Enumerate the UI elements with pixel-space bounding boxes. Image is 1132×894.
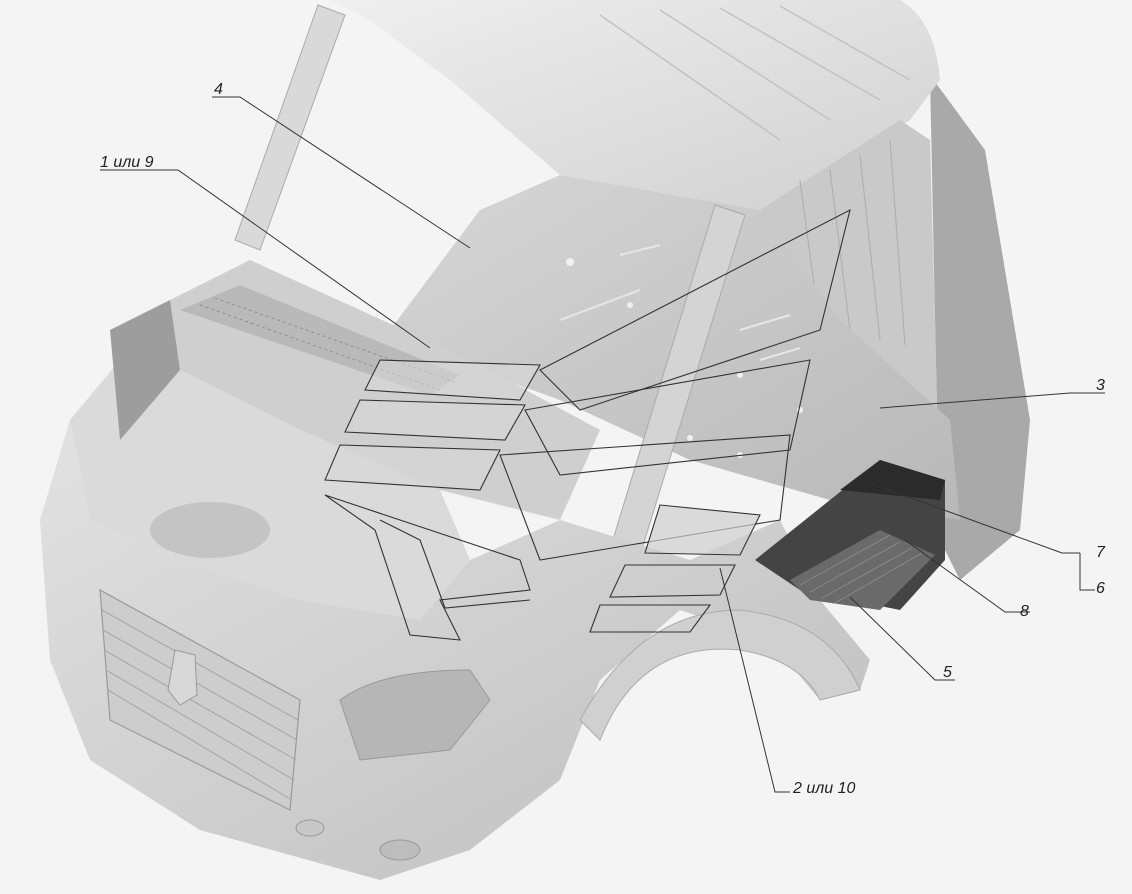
leader-2 bbox=[719, 567, 790, 793]
callout-8: 8 bbox=[1020, 603, 1029, 620]
callout-3: 3 bbox=[1096, 377, 1105, 394]
callout-4: 4 bbox=[214, 81, 223, 98]
fog-lamp-small bbox=[295, 819, 325, 837]
roof-ribs bbox=[599, 5, 911, 141]
floor-mat-outlines bbox=[324, 208, 851, 641]
leader-5 bbox=[849, 596, 955, 681]
cab-side-wall bbox=[930, 75, 1030, 580]
callout-7: 7 bbox=[1096, 544, 1106, 561]
leader-3 bbox=[879, 392, 1105, 409]
callout-1-or-9: 1 или 9 bbox=[100, 154, 154, 171]
headlight bbox=[339, 669, 491, 761]
grille-bars bbox=[101, 609, 299, 801]
left-strut-tower bbox=[110, 300, 180, 440]
callout-6: 6 bbox=[1096, 580, 1105, 597]
leader-4 bbox=[212, 96, 471, 249]
left-a-pillar bbox=[234, 4, 346, 251]
leader-1 bbox=[100, 169, 431, 349]
leader-8 bbox=[904, 539, 1030, 613]
fog-lamp bbox=[379, 839, 421, 861]
front-grille bbox=[99, 588, 301, 811]
step-box-7 bbox=[840, 460, 945, 500]
leader-lines bbox=[100, 96, 1105, 793]
leader-7 bbox=[869, 482, 1080, 554]
callout-2-or-10: 2 или 10 bbox=[792, 780, 856, 797]
engine-component bbox=[150, 502, 270, 558]
front-emblem bbox=[167, 649, 198, 706]
floor-ridges bbox=[559, 244, 801, 361]
step-mat-5 bbox=[790, 530, 935, 610]
step-mat-texture bbox=[799, 534, 923, 604]
cab-roof bbox=[330, 0, 940, 210]
leader-bracket-6 bbox=[1079, 553, 1095, 591]
callout-5: 5 bbox=[943, 664, 952, 681]
wheel-arch bbox=[579, 609, 861, 741]
